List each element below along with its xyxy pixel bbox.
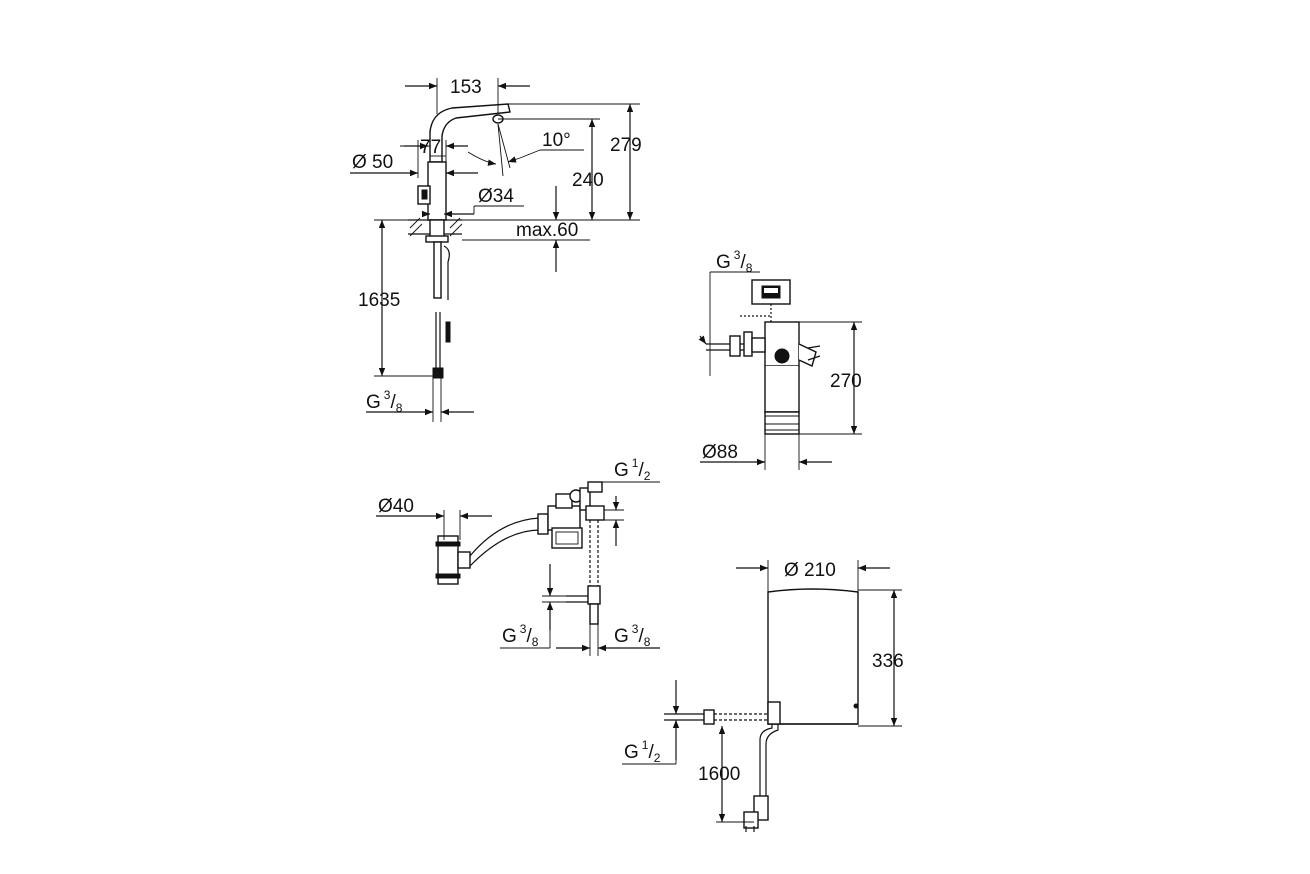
valve-top-outlet: [587, 481, 603, 493]
filter-inlet-valve: [743, 331, 753, 357]
dim-swivel-angle: 10°: [542, 130, 571, 151]
boiler-tank: [767, 588, 859, 725]
valve-bottom-fitting: [587, 585, 601, 605]
boiler-outlet: [767, 701, 781, 725]
supply-hose: [433, 241, 442, 299]
lever-detail: [421, 189, 428, 200]
dim-filter-height: 270: [830, 371, 862, 392]
dim-body-diameter: Ø 50: [352, 152, 393, 173]
dim-boiler-diameter: Ø 210: [784, 560, 836, 581]
faucet-spout: [429, 103, 511, 163]
dim-boiler-height: 336: [872, 651, 904, 672]
pullout-hose: [443, 245, 450, 300]
faucet-drawing: 153 279 240 10° Ø 50 77 Ø34: [350, 77, 642, 422]
dim-spout-height: 240: [572, 170, 604, 191]
mixing-valve-body: [547, 505, 581, 531]
hose-connector: [432, 367, 444, 379]
dim-spout-reach: 153: [450, 77, 482, 98]
dim-filter-diameter: Ø88: [702, 442, 738, 463]
connecting-hose-top: [469, 517, 541, 557]
power-cable-inner: [765, 724, 779, 796]
filter-cartridge: [764, 366, 800, 413]
dim-counter-thickness: max.60: [516, 220, 578, 241]
dim-spout-offset: 77: [420, 137, 441, 158]
mounting-nut: [425, 235, 449, 243]
power-cable-outer: [759, 724, 773, 796]
boiler-inlet-nut: [703, 709, 715, 725]
dim-outlet-diameter: Ø40: [378, 496, 414, 517]
filter-bracket: [798, 343, 817, 367]
dim-cable-length: 1600: [698, 764, 740, 785]
faucet-body: [427, 161, 447, 221]
dim-shank-diameter: Ø34: [478, 186, 514, 207]
connecting-hose-bottom: [469, 529, 541, 567]
filter-valve-knob: [774, 348, 790, 364]
dim-hose-length: 1635: [358, 290, 400, 311]
filter-cartridge-bottom: [764, 411, 800, 435]
filter-inlet-fitting: [729, 335, 741, 357]
hose-weight: [445, 321, 451, 343]
dim-total-height: 279: [610, 135, 642, 156]
mixing-valve-bracket: [551, 527, 583, 549]
